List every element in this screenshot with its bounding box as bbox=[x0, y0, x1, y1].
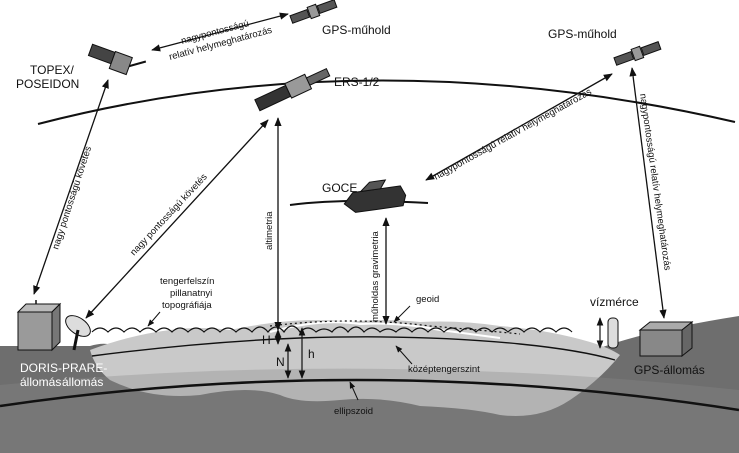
leader-geoid bbox=[393, 305, 411, 323]
prare-station bbox=[65, 315, 91, 351]
H-label: H bbox=[262, 333, 271, 347]
gps-station bbox=[638, 320, 694, 358]
link-mid-text: nagypontosságú relatív helymeghatározás bbox=[432, 86, 594, 182]
h-label: h bbox=[308, 347, 315, 361]
ers-label: ERS-1/2 bbox=[334, 75, 380, 89]
tenger-label-1: tengerfelszín bbox=[160, 276, 214, 287]
gravimetria-text: műholdas gravimetria bbox=[370, 230, 381, 322]
gps-station-label: GPS-állomás bbox=[634, 363, 705, 377]
topex-label-1: TOPEX/ bbox=[30, 63, 74, 77]
link-mid-kovetes-text: nagy pontosságú követés bbox=[128, 172, 210, 258]
gps-satellite-left bbox=[289, 0, 338, 24]
gps-sat-right-label: GPS-műhold bbox=[548, 27, 617, 41]
leader-ellipszoid bbox=[349, 381, 359, 401]
doris-label-1: DORIS- bbox=[20, 361, 62, 375]
sea-water bbox=[90, 320, 620, 416]
topex-label-2: POSEIDON bbox=[16, 77, 79, 91]
doris-station bbox=[16, 300, 62, 352]
link-ers-prare bbox=[85, 119, 269, 319]
doris-label-2: állomás bbox=[20, 375, 61, 389]
link-gps-station bbox=[629, 67, 667, 319]
topex-satellite bbox=[87, 43, 147, 76]
earth-mid-band bbox=[0, 368, 739, 453]
gps-satellite-right bbox=[613, 41, 662, 66]
mean-sea-level-line bbox=[91, 336, 616, 361]
prare-label-2: állomás bbox=[62, 375, 103, 389]
leader-tenger bbox=[147, 311, 161, 327]
prare-label-1: PRARE- bbox=[62, 361, 107, 375]
sea-surface-dotted bbox=[269, 320, 521, 335]
orbit-outer bbox=[37, 79, 736, 125]
geoid-label: geoid bbox=[416, 294, 439, 305]
link-goce-gps bbox=[425, 73, 613, 181]
ellipszoid-label: ellipszoid bbox=[334, 406, 373, 417]
ers-satellite bbox=[254, 67, 331, 112]
goce-satellite bbox=[343, 179, 407, 213]
sea-surface-topography bbox=[91, 325, 573, 334]
link-topex-doris bbox=[33, 79, 109, 295]
kozep-label: középtengerszint bbox=[408, 364, 480, 375]
N-label: N bbox=[276, 355, 285, 369]
tenger-label-3: topográfiája bbox=[162, 300, 212, 311]
tenger-label-2: pillanatnyi bbox=[170, 288, 212, 299]
link-left-text: nagy pontosságú követés bbox=[50, 145, 94, 251]
ellipsoid-line bbox=[0, 378, 739, 412]
gps-sat-left-label: GPS-műhold bbox=[322, 23, 391, 37]
geoid-line bbox=[269, 321, 501, 339]
vizmerce-label: vízmérce bbox=[590, 295, 639, 309]
tide-gauge bbox=[607, 317, 619, 349]
link-topex-gps bbox=[151, 12, 289, 52]
leader-kozep bbox=[395, 345, 413, 365]
altimetria-text: altimetria bbox=[264, 211, 275, 250]
goce-label: GOCE bbox=[322, 181, 357, 195]
